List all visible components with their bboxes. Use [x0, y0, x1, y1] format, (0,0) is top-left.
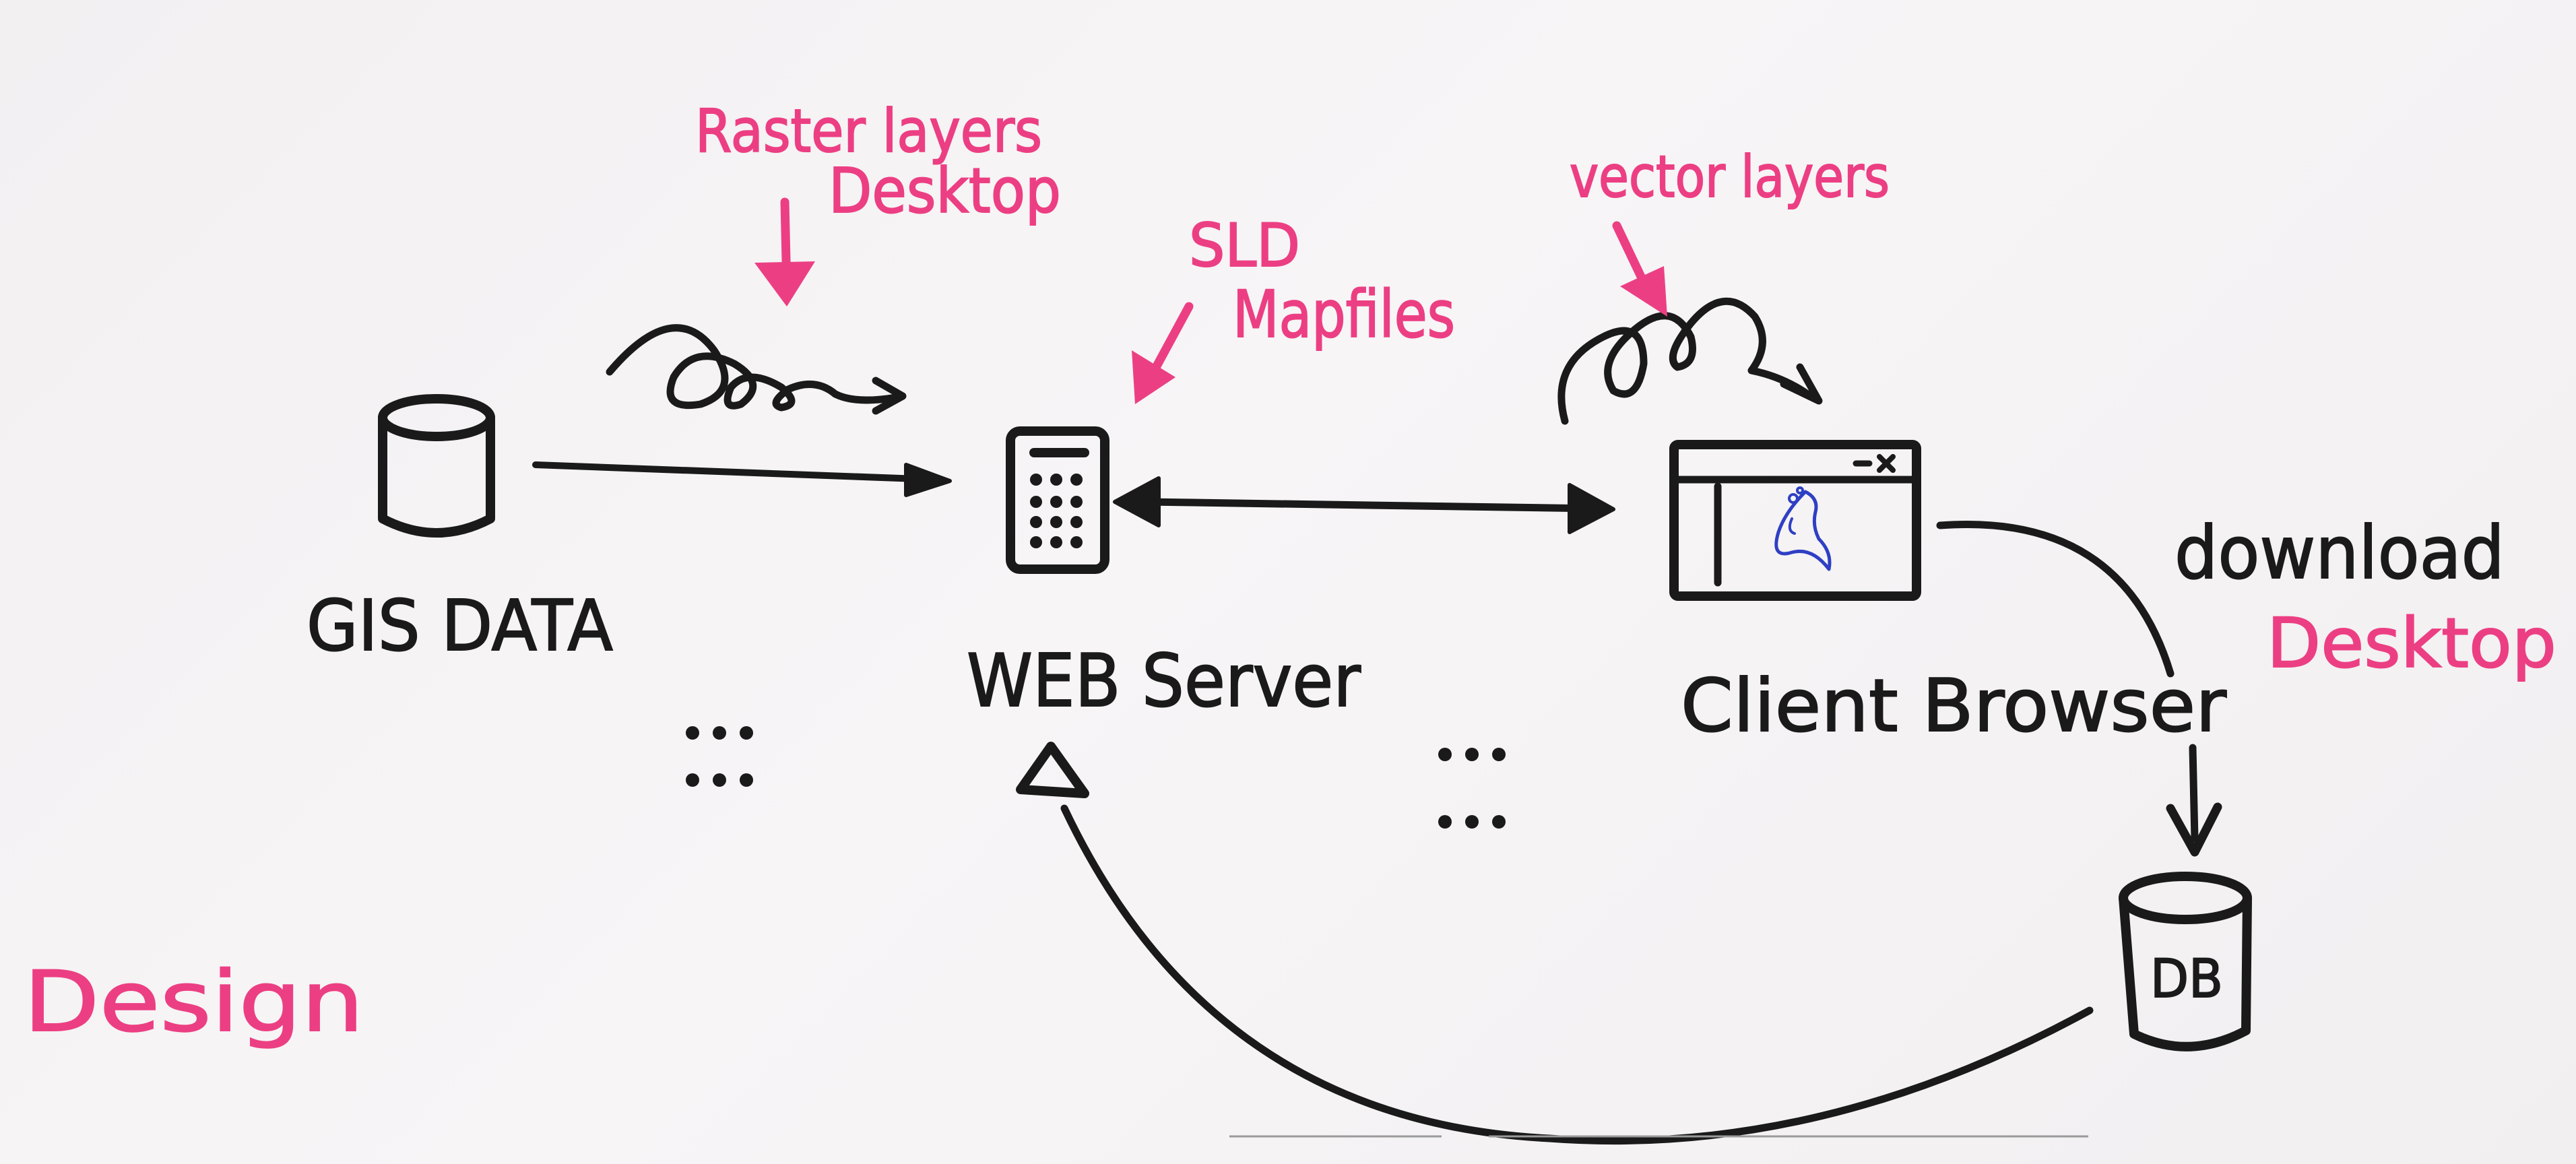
- raster-desktop-label: Desktop: [829, 155, 1061, 227]
- vector-layers-label: vector layers: [1570, 143, 1890, 211]
- raster-layers-label: Raster layers: [695, 96, 1042, 166]
- sld-label: SLD: [1189, 211, 1300, 280]
- gis-data-cylinder-icon: [378, 394, 495, 538]
- web-server-label: WEB Server: [967, 639, 1361, 723]
- map-shape-icon: [1774, 490, 1832, 571]
- browser-download-curve: [1936, 521, 2175, 678]
- gis-to-server-arrowhead: [904, 463, 952, 497]
- download-to-db-arrow: [2189, 744, 2199, 843]
- vector-pink-arrow: [1612, 221, 1667, 317]
- gis-data-label: GIS DATA: [307, 585, 613, 667]
- web-server-icon: [1006, 426, 1109, 574]
- client-browser-window-icon: [1669, 440, 1921, 601]
- download-desktop-label: Desktop: [2267, 604, 2556, 684]
- db-label: DB: [2150, 949, 2223, 1010]
- db-cylinder-icon: [2119, 872, 2252, 1052]
- db-to-server-curve: [1060, 804, 2094, 1145]
- design-label: Design: [24, 954, 364, 1051]
- server-browser-arrow: [1141, 498, 1601, 513]
- ellipsis-dots-left: [686, 726, 753, 787]
- ellipsis-dots-right: [1438, 748, 1506, 829]
- gis-to-server-arrow: [532, 461, 940, 483]
- vector-squiggle: [1557, 297, 1816, 425]
- raster-squiggle: [606, 324, 900, 412]
- sld-pink-arrow: [1132, 302, 1194, 404]
- download-label: download: [2175, 511, 2505, 595]
- raster-pink-arrow: [754, 197, 815, 306]
- mapfiles-label: Mapfiles: [1233, 277, 1455, 352]
- client-browser-label: Client Browser: [1681, 664, 2227, 748]
